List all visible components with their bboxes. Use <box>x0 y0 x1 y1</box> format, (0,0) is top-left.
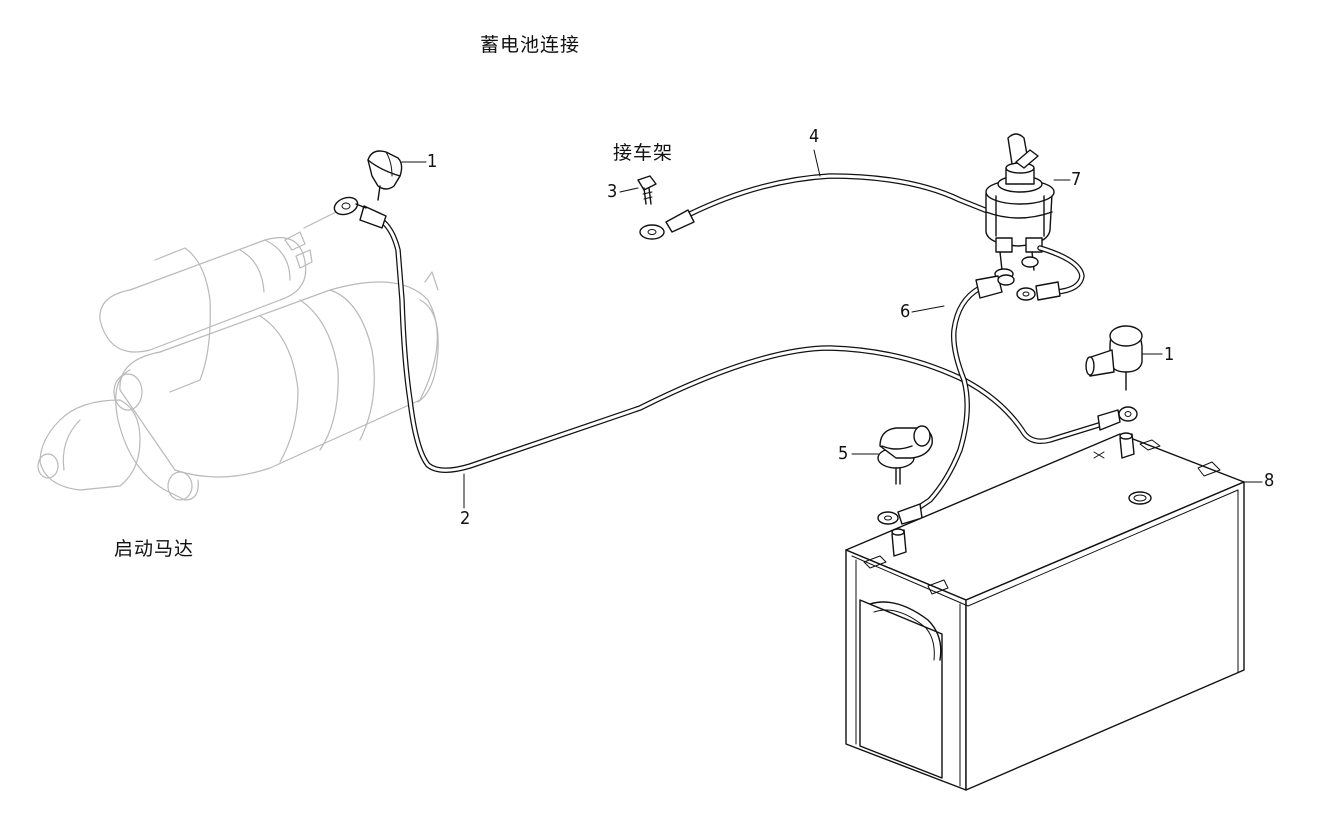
battery-8 <box>845 432 1263 791</box>
cable-6 <box>877 274 1015 525</box>
callout-3: 3 <box>607 181 618 202</box>
terminal-cover-1-starter <box>367 150 427 201</box>
callout-4: 4 <box>809 126 820 147</box>
starter-motor <box>37 209 439 501</box>
frame-label: 接车架 <box>613 142 674 164</box>
cable-4 <box>639 149 993 240</box>
callout-7: 7 <box>1071 169 1082 190</box>
starter-label: 启动马达 <box>114 538 195 560</box>
switch-jumper <box>1016 245 1085 301</box>
callout-6: 6 <box>900 301 911 322</box>
callout-1-battery: 1 <box>1164 344 1175 365</box>
callout-1-starter: 1 <box>427 151 438 172</box>
cable-2 <box>333 196 1138 473</box>
callout-2: 2 <box>460 508 471 529</box>
terminal-cover-1-battery <box>1085 325 1163 391</box>
battery-switch-7 <box>985 133 1071 280</box>
callout-5: 5 <box>838 443 849 464</box>
callout-8: 8 <box>1264 470 1275 491</box>
terminal-cover-5 <box>851 425 933 485</box>
bolt-3 <box>619 175 657 205</box>
diagram-title: 蓄电池连接 <box>480 34 581 56</box>
